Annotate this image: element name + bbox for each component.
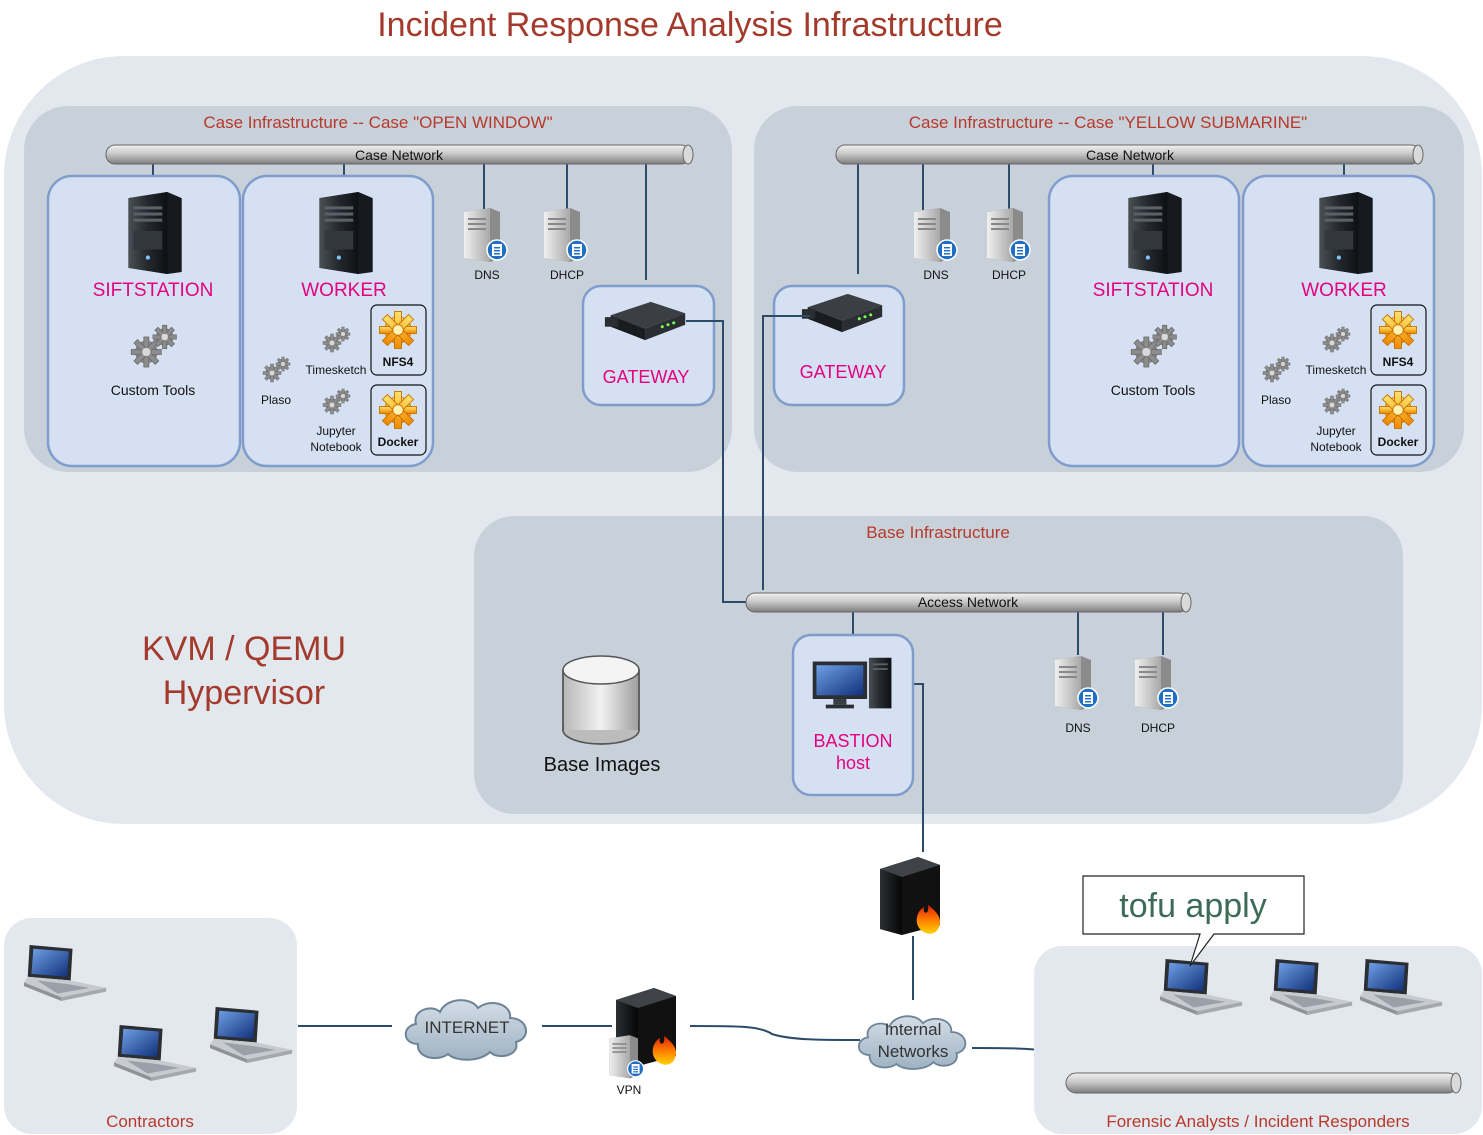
internal-networks-label-1: Internal (885, 1020, 942, 1039)
case-left-dns-label: DNS (474, 268, 499, 282)
base-dhcp-label: DHCP (1141, 721, 1175, 735)
worker-right-timesketch-label: Timesketch (1306, 363, 1367, 377)
analysts-panel (1034, 946, 1482, 1134)
hypervisor-label-line1: KVM / QEMU (142, 630, 346, 668)
gateway-left-label: GATEWAY (603, 367, 690, 387)
case-right-dhcp-label: DHCP (992, 268, 1026, 282)
case-network-left-label: Case Network (355, 147, 444, 163)
base-images-label: Base Images (544, 754, 661, 776)
case-network-right-label: Case Network (1086, 147, 1175, 163)
siftstation-right-tools-label: Custom Tools (1111, 382, 1196, 398)
case-left-label: Case Infrastructure -- Case "OPEN WINDOW… (203, 113, 552, 132)
base-label: Base Infrastructure (866, 523, 1010, 542)
internal-networks-label-2: Networks (878, 1042, 949, 1061)
gateway-right-label: GATEWAY (800, 362, 887, 382)
worker-right-nfs-label: NFS4 (1383, 355, 1414, 369)
worker-right-docker-label: Docker (1378, 435, 1419, 449)
internal-firewall-icon (880, 857, 941, 935)
contractors-panel (4, 918, 297, 1134)
worker-right-tower-icon (1319, 192, 1373, 274)
internet-label: INTERNET (425, 1018, 510, 1037)
worker-left-jupyter-label-2: Notebook (310, 440, 362, 454)
bastion-label-1: BASTION (813, 731, 892, 751)
tofu-apply-callout: tofu apply (1082, 875, 1305, 967)
worker-left-plaso-label: Plaso (261, 393, 291, 407)
worker-left-docker-gear-icon (379, 391, 417, 429)
contractors-label: Contractors (106, 1112, 194, 1131)
siftstation-left-label: SIFTSTATION (93, 280, 214, 301)
vpn-label: VPN (617, 1083, 642, 1097)
siftstation-right-tower-icon (1128, 192, 1182, 274)
case-right-dns-label: DNS (923, 268, 948, 282)
hypervisor-label-line2: Hypervisor (163, 674, 325, 712)
diagram-title: Incident Response Analysis Infrastructur… (377, 6, 1003, 44)
worker-right-jupyter-label-1: Jupyter (1316, 424, 1355, 438)
base-images-db-icon (562, 655, 640, 745)
siftstation-left-box (46, 174, 242, 468)
worker-right-label: WORKER (1301, 280, 1387, 301)
worker-left-jupyter-label-1: Jupyter (316, 424, 355, 438)
siftstation-right-label: SIFTSTATION (1093, 280, 1214, 301)
analysts-network (1065, 1072, 1462, 1094)
analysts-label: Forensic Analysts / Incident Responders (1106, 1112, 1409, 1131)
base-panel (474, 516, 1403, 814)
worker-right-jupyter-label-2: Notebook (1310, 440, 1362, 454)
siftstation-right-box (1047, 174, 1241, 468)
case-right-label: Case Infrastructure -- Case "YELLOW SUBM… (909, 113, 1307, 132)
worker-left-label: WORKER (301, 280, 387, 301)
bastion-label-2: host (836, 753, 870, 773)
siftstation-left-tower-icon (128, 192, 182, 274)
worker-left-timesketch-label: Timesketch (306, 363, 367, 377)
case-network-left: Case Network (105, 144, 694, 165)
worker-left-nfs-gear-icon (379, 311, 417, 349)
case-left-dhcp-label: DHCP (550, 268, 584, 282)
case-network-right: Case Network (835, 144, 1424, 165)
worker-right-nfs-gear-icon (1379, 311, 1417, 349)
worker-right-docker-gear-icon (1379, 391, 1417, 429)
tofu-apply-text: tofu apply (1119, 887, 1266, 925)
access-network: Access Network (745, 592, 1192, 613)
siftstation-left-tools-label: Custom Tools (111, 382, 196, 398)
base-dns-label: DNS (1065, 721, 1090, 735)
worker-right-plaso-label: Plaso (1261, 393, 1291, 407)
access-network-label: Access Network (918, 594, 1019, 610)
worker-left-nfs-label: NFS4 (383, 355, 414, 369)
worker-left-docker-label: Docker (378, 435, 419, 449)
worker-left-tower-icon (319, 192, 373, 274)
